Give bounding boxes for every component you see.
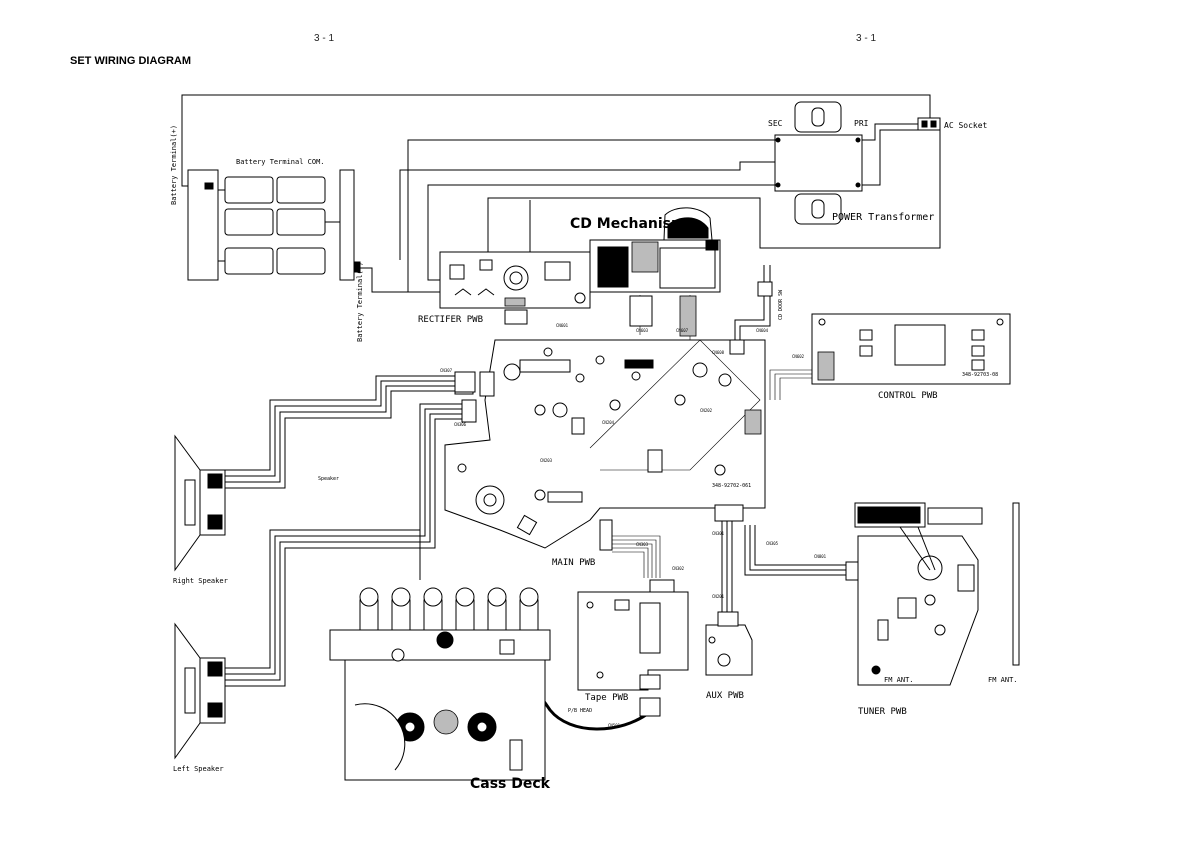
control-pwb-code: 348-92703-08 [962, 372, 998, 378]
cd-mechanism-label: CD Mechanism [570, 216, 686, 232]
connector-cn601: CN601 [556, 323, 569, 328]
connector-cn307: CN307 [440, 368, 453, 373]
battery-minus-label: Battery Terminal(-) [356, 262, 364, 342]
connector-cn306: CN306 [454, 422, 467, 427]
battery-com-label: Battery Terminal COM. [236, 158, 325, 166]
connector-cn607: CN607 [676, 328, 689, 333]
connector-cn301: CN301 [712, 531, 725, 536]
connector-cn204: CN204 [602, 420, 615, 425]
rectifier-pwb [439, 251, 591, 325]
aux-pwb [705, 611, 753, 676]
connector-cn303: CN303 [636, 542, 649, 547]
ac-socket-label: AC Socket [944, 121, 988, 130]
cd-door-sw-label: CD DOOR SW [778, 289, 784, 320]
control-pwb-label: CONTROL PWB [878, 391, 938, 401]
power-transformer-label: POWER Transformer [832, 212, 934, 223]
left-speaker [174, 622, 226, 760]
tuner-pwb-label: TUNER PWB [858, 707, 907, 717]
aux-pwb-label: AUX PWB [706, 691, 744, 701]
pb-head-label: P/B HEAD [568, 708, 592, 714]
cass-deck-label: Cass Deck [470, 776, 551, 792]
battery-plus-label: Battery Terminal(+) [170, 125, 178, 205]
tape-pwb [577, 579, 689, 717]
battery-pack [187, 169, 361, 281]
pri-label: PRI [854, 119, 869, 128]
connector-cn608: CN608 [712, 350, 725, 355]
tuner-pwb [845, 502, 1020, 686]
wire-harness [181, 94, 941, 731]
power-transformer [774, 101, 941, 225]
connector-cn201: CN201 [712, 594, 725, 599]
page-number-left: 3 - 1 [314, 33, 335, 44]
connector-cn501: CN501 [608, 723, 621, 728]
sec-label: SEC [768, 119, 783, 128]
right-speaker-label: Right Speaker [173, 577, 228, 585]
fm-ant-label-wire: FM ANT. [988, 676, 1018, 684]
connector-cn603: CN603 [636, 328, 649, 333]
main-pwb-label: MAIN PWB [552, 558, 595, 568]
cd-mechanism [589, 207, 721, 337]
fm-ant-label-tuner: FM ANT. [884, 676, 914, 684]
page-title: SET WIRING DIAGRAM [70, 55, 191, 67]
connector-cn203: CN203 [540, 458, 553, 463]
control-pwb [811, 313, 1011, 385]
am-coil-label: AM COIL [876, 516, 906, 524]
connector-cn604: CN604 [756, 328, 769, 333]
connector-labels: CN307 CN306 CN601 CN604 CN602 CN303 CN30… [440, 323, 827, 728]
rectifier-pwb-label: RECTIFER PWB [418, 315, 483, 325]
page-number-right: 3 - 1 [856, 33, 877, 44]
connector-cn801: CN801 [814, 554, 827, 559]
connector-cn602: CN602 [792, 354, 805, 359]
right-speaker [174, 434, 226, 572]
connector-cn302: CN302 [672, 566, 685, 571]
connector-cn305: CN305 [766, 541, 779, 546]
tape-pwb-label: Tape PWB [585, 693, 628, 703]
speaker-wire-label: Speaker [318, 476, 339, 482]
main-pwb [444, 339, 766, 551]
connector-cn202: CN202 [700, 408, 713, 413]
main-pwb-code: 348-92702-061 [712, 483, 751, 489]
cassette-deck [329, 587, 551, 781]
left-speaker-label: Left Speaker [173, 765, 224, 773]
